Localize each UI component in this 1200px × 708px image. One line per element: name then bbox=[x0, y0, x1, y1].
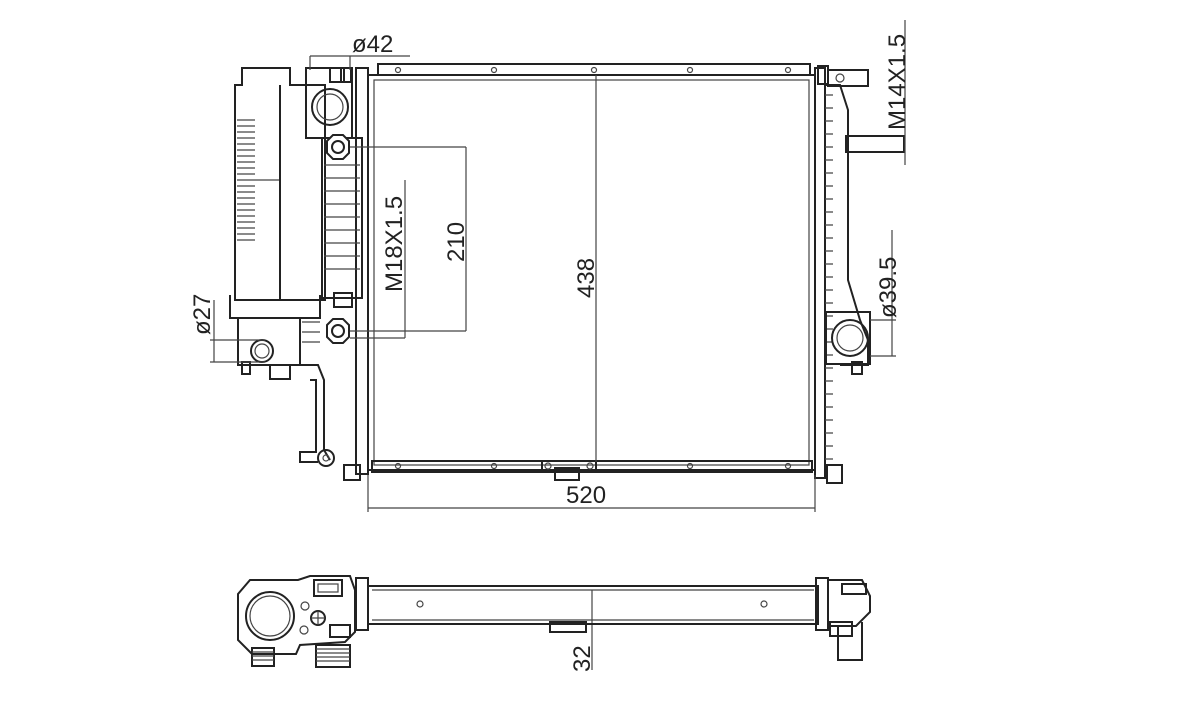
right-top-fitting bbox=[817, 65, 905, 153]
right-fins bbox=[825, 94, 833, 460]
height-label: 438 bbox=[573, 258, 600, 298]
sensor-spacing-label: 210 bbox=[443, 222, 470, 262]
bottom-rail bbox=[371, 460, 813, 481]
top-view-tank-circle bbox=[245, 591, 295, 641]
lower-sensor-port bbox=[302, 292, 353, 344]
dimension-lines bbox=[210, 20, 906, 670]
top-view-core bbox=[367, 585, 819, 625]
outlet-pipe bbox=[825, 311, 871, 375]
tank-port-diameter-label: ø27 bbox=[189, 294, 216, 335]
inlet-diameter-label: ø42 bbox=[352, 31, 393, 58]
tank-port bbox=[250, 339, 274, 363]
outlet-diameter-label: ø39.5 bbox=[875, 257, 902, 318]
radiator-top-view bbox=[237, 575, 871, 668]
width-label: 520 bbox=[566, 482, 606, 509]
radiator-front-view bbox=[229, 63, 905, 484]
right-header-tank bbox=[814, 67, 869, 484]
thread-right-label: M14X1.5 bbox=[884, 34, 911, 130]
top-rail bbox=[377, 63, 811, 76]
bottom-mounting-bracket bbox=[541, 460, 597, 473]
left-header-tank bbox=[340, 67, 369, 481]
expansion-tank-ribs bbox=[237, 119, 280, 241]
expansion-tank bbox=[229, 67, 326, 380]
lower-left-bracket bbox=[299, 364, 335, 467]
core-thickness-label: 32 bbox=[569, 645, 596, 672]
dimension-labels: ø42 210 M18X1.5 438 ø27 520 M14X1.5 ø39.… bbox=[189, 31, 911, 672]
inlet-pipe bbox=[305, 67, 353, 139]
upper-sensor-port bbox=[326, 134, 350, 160]
top-view-connectors bbox=[251, 644, 351, 668]
thread-left-label: M18X1.5 bbox=[381, 196, 408, 292]
